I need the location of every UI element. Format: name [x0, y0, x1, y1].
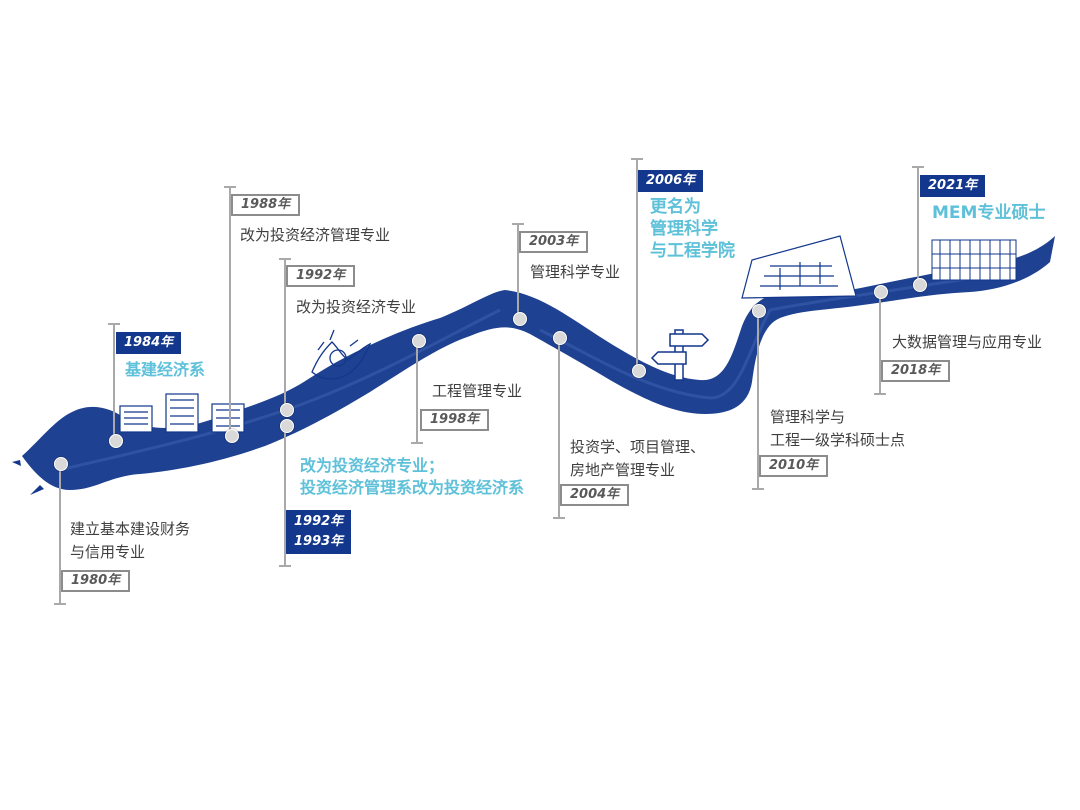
desc-line: 投资经济管理系改为投资经济系 — [300, 478, 525, 497]
timeline-node-2006[interactable] — [632, 364, 646, 378]
milestone-desc-2021: MEM专业硕士 — [932, 203, 1046, 223]
desc-line: 房地产管理专业 — [570, 461, 676, 479]
campus-buildings-illustration — [119, 393, 245, 433]
year-badge-1984: 1984年 — [116, 332, 182, 354]
timeline-node-2018[interactable] — [874, 285, 888, 299]
milestone-desc-1984: 基建经济系 — [125, 360, 206, 379]
connector-2021 — [912, 166, 924, 284]
year-badge-2010: 2010年 — [759, 455, 829, 477]
year-badge-1988: 1988年 — [231, 194, 301, 216]
year-badge-2006: 2006年 — [638, 170, 704, 192]
milestone-desc-2003: 管理科学专业 — [530, 263, 621, 281]
timeline-node-1998[interactable] — [412, 334, 426, 348]
connector-2018 — [874, 291, 886, 395]
desc-line: 投资学、项目管理、 — [570, 438, 706, 456]
year-line: 1992年 — [294, 514, 344, 529]
connector-2010 — [752, 310, 764, 490]
connector-2006 — [631, 158, 643, 370]
signpost-illustration — [650, 329, 710, 381]
year-badge-1992: 1992年 — [286, 265, 356, 287]
ornamental-emblem — [311, 329, 372, 380]
campus-gate-illustration — [741, 235, 857, 299]
milestone-desc-1998: 工程管理专业 — [432, 382, 523, 400]
milestone-desc-1988: 改为投资经济管理专业 — [240, 226, 391, 244]
year-badge-1998: 1998年 — [420, 409, 490, 431]
river-texture-1 — [59, 308, 501, 472]
connector-2004 — [553, 337, 565, 519]
year-badge-1992-1993: 1992年 1993年 — [286, 510, 352, 554]
year-line: 1993年 — [294, 534, 344, 549]
connector-1992-1993 — [279, 425, 291, 567]
connector-1998 — [411, 340, 423, 444]
desc-line: 与工程学院 — [650, 241, 735, 261]
connector-1984 — [108, 323, 120, 440]
desc-line: 更名为 — [650, 197, 701, 217]
year-badge-2021: 2021年 — [920, 175, 986, 197]
year-badge-2018: 2018年 — [881, 360, 951, 382]
timeline-node-1992[interactable] — [280, 403, 294, 417]
milestone-desc-1992-1993: 改为投资经济专业； 投资经济管理系改为投资经济系 — [300, 455, 524, 499]
connector-1980 — [54, 463, 66, 605]
desc-line: 管理科学与 — [770, 408, 846, 426]
milestone-desc-1980: 建立基本建设财务 与信用专业 — [70, 518, 190, 564]
desc-line: 与信用专业 — [70, 543, 146, 561]
connector-2003 — [512, 223, 524, 318]
milestone-desc-2006: 更名为 管理科学 与工程学院 — [650, 196, 735, 262]
milestone-desc-2010: 管理科学与 工程一级学科硕士点 — [770, 406, 905, 452]
connector-1988 — [224, 186, 236, 434]
year-badge-2004: 2004年 — [560, 484, 630, 506]
timeline-node-2021[interactable] — [913, 278, 927, 292]
timeline-node-2010[interactable] — [752, 304, 766, 318]
milestone-desc-2018: 大数据管理与应用专业 — [892, 333, 1043, 351]
milestone-desc-2004: 投资学、项目管理、 房地产管理专业 — [570, 436, 705, 482]
desc-line: 管理科学 — [650, 219, 718, 239]
timeline-node-1980[interactable] — [54, 457, 68, 471]
timeline-node-1988[interactable] — [225, 429, 239, 443]
year-badge-1980: 1980年 — [61, 570, 131, 592]
timeline-node-2003[interactable] — [513, 312, 527, 326]
desc-line: 改为投资经济专业； — [300, 456, 445, 475]
modern-building-illustration — [931, 239, 1017, 281]
milestone-desc-1992: 改为投资经济专业 — [296, 298, 417, 316]
timeline-node-2004[interactable] — [553, 331, 567, 345]
year-badge-2003: 2003年 — [519, 231, 589, 253]
timeline-node-1992-1993[interactable] — [280, 419, 294, 433]
desc-line: 建立基本建设财务 — [70, 520, 191, 538]
connector-1992 — [279, 258, 291, 408]
timeline-node-1984[interactable] — [109, 434, 123, 448]
desc-line: 工程一级学科硕士点 — [770, 431, 906, 449]
